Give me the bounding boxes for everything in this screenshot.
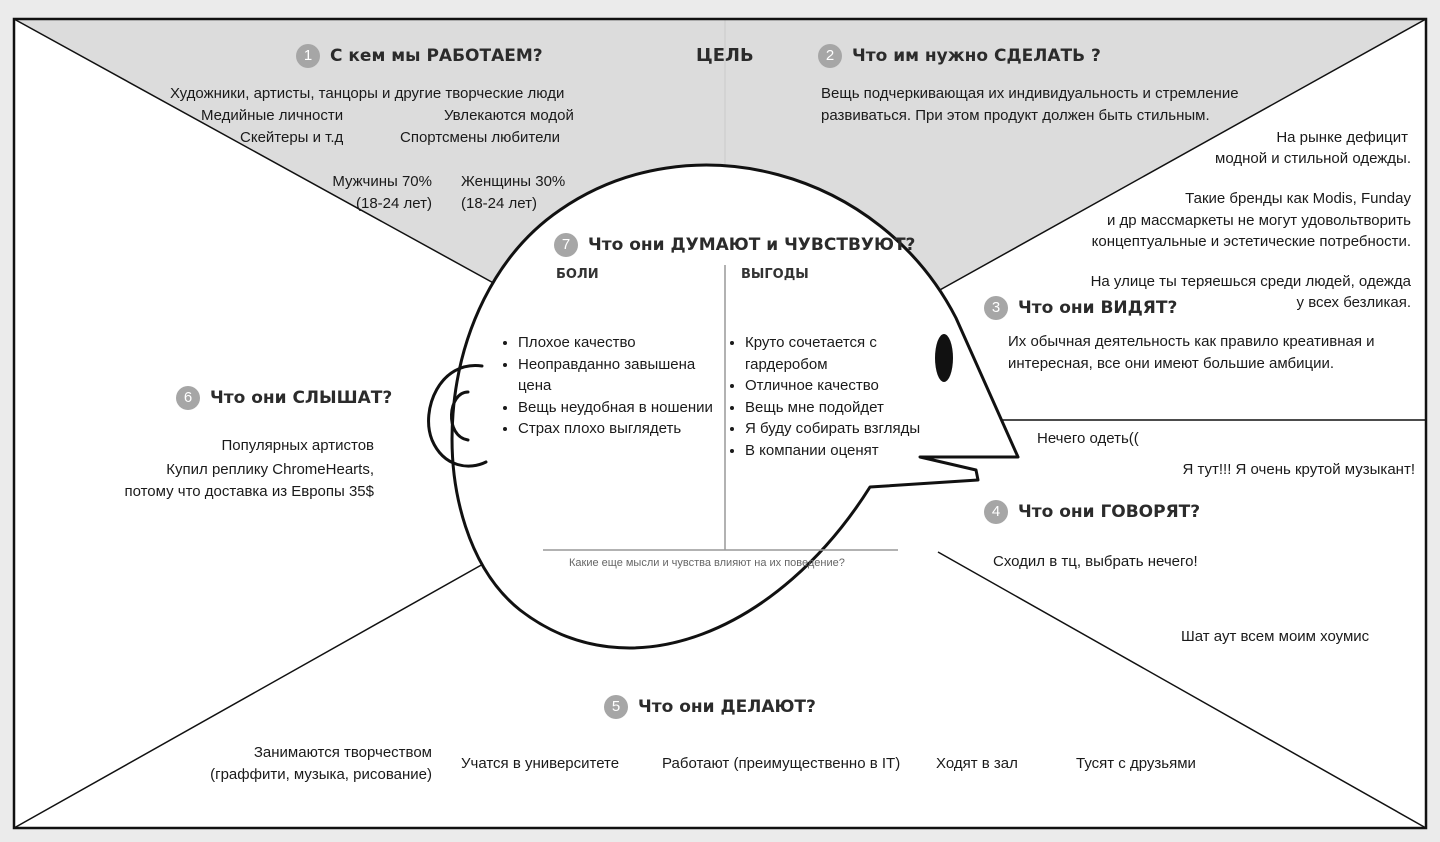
ear-outer: [427, 364, 488, 468]
section-act-title: Что они ДЕЛАЮТ?: [638, 697, 816, 717]
who-line: Скейтеры и т.д: [240, 129, 344, 146]
ear-inner: [450, 390, 470, 442]
pains-title: БОЛИ: [556, 267, 599, 282]
act-line: Занимаются творчеством: [253, 744, 432, 761]
eye: [935, 334, 953, 382]
diagonal-top-right: [937, 18, 1427, 292]
do-line: у всех безликая.: [1296, 294, 1411, 311]
do-line: развиваться. При этом продукт должен быт…: [821, 107, 1210, 124]
pain-item: Вещь неудобная в ношении: [518, 397, 732, 419]
board-border: [12, 17, 1428, 830]
act-line: (граффити, музыка, рисование): [210, 766, 432, 783]
say-line: Шат аут всем моим хоумис: [1181, 628, 1370, 645]
section-see-title: Что они ВИДЯТ?: [1018, 298, 1178, 318]
say-line: Сходил в тц, выбрать нечего!: [993, 553, 1198, 570]
section-number-badge: 7: [554, 233, 578, 257]
section-say-header: 4 Что они ГОВОРЯТ?: [984, 500, 1200, 524]
who-line: Спортсмены любители: [400, 129, 561, 146]
gains-list: Круто сочетается с гардеробом Отличное к…: [729, 332, 923, 461]
hear-line: Популярных артистов: [221, 437, 374, 454]
section-say-title: Что они ГОВОРЯТ?: [1018, 502, 1201, 522]
section-act-header: 5 Что они ДЕЛАЮТ?: [604, 695, 816, 719]
gain-item: Я буду собирать взгляды: [745, 418, 923, 440]
pain-item: Плохое качество: [518, 332, 732, 354]
goal-title: ЦЕЛЬ: [696, 45, 754, 66]
act-line: Учатся в университете: [461, 755, 620, 772]
hear-line: потому что доставка из Европы 35$: [124, 483, 374, 500]
who-line: Увлекаются модой: [444, 107, 574, 124]
pain-item: Страх плохо выглядеть: [518, 418, 732, 440]
do-line: концептуальные и эстетические потребност…: [1091, 233, 1411, 250]
goal-zone: [14, 19, 1426, 291]
gain-item: Вещь мне подойдет: [745, 397, 923, 419]
who-line: (18-24 лет): [461, 195, 537, 212]
act-line: Тусят с друзьями: [1076, 755, 1196, 772]
act-line: Ходят в зал: [936, 755, 1018, 772]
who-line: Мужчины 70%: [332, 173, 432, 190]
who-line: (18-24 лет): [356, 195, 432, 212]
gains-title: ВЫГОДЫ: [741, 267, 809, 282]
diagonal-bottom-left: [13, 549, 509, 829]
section-number-badge: 4: [984, 500, 1008, 524]
section-hear-title: Что они СЛЫШАТ?: [210, 388, 393, 408]
section-number-badge: 1: [296, 44, 320, 68]
do-line: Вещь подчеркивающая их индивидуальность …: [821, 85, 1239, 102]
section-number-badge: 3: [984, 296, 1008, 320]
say-line: Я тут!!! Я очень крутой музыкант!: [1182, 461, 1415, 478]
who-line: Художники, артисты, танцоры и другие тво…: [170, 85, 565, 102]
pain-item: Неоправданно завышена цена: [518, 354, 732, 397]
gain-item: Круто сочетается с гардеробом: [745, 332, 923, 375]
act-line: Работают (преимущественно в IT): [662, 755, 901, 772]
do-line: и др массмаркеты не могут удовольтворить: [1106, 212, 1411, 229]
say-line: Нечего одеть((: [1037, 430, 1139, 447]
think-footer-prompt: Какие еще мысли и чувства влияют на их п…: [569, 557, 845, 569]
do-line: Такие бренды как Modis, Funday: [1185, 190, 1411, 207]
do-line: На рынке дефицит: [1276, 129, 1408, 146]
section-hear-header: 6 Что они СЛЫШАТ?: [176, 386, 392, 410]
diagonal-bottom-right: [937, 551, 1427, 829]
section-who-header: 1 С кем мы РАБОТАЕМ?: [296, 44, 543, 68]
section-see-header: 3 Что они ВИДЯТ?: [984, 296, 1177, 320]
diagonal-top-left: [13, 18, 509, 292]
section-number-badge: 5: [604, 695, 628, 719]
gain-item: Отличное качество: [745, 375, 923, 397]
section-number-badge: 2: [818, 44, 842, 68]
section-think-header: 7 Что они ДУМАЮТ и ЧУВСТВУЮТ?: [554, 233, 915, 257]
who-line: Медийные личности: [201, 107, 344, 124]
section-do-header: 2 Что им нужно СДЕЛАТЬ ?: [818, 44, 1101, 68]
do-line: На улице ты теряешься среди людей, одежд…: [1090, 273, 1411, 290]
see-line: интересная, все они имеют большие амбици…: [1008, 355, 1335, 372]
section-think-title: Что они ДУМАЮТ и ЧУВСТВУЮТ?: [588, 235, 916, 255]
section-do-title: Что им нужно СДЕЛАТЬ ?: [852, 46, 1101, 66]
section-number-badge: 6: [176, 386, 200, 410]
head-outline: [450, 163, 1020, 650]
gain-item: В компании оценят: [745, 440, 923, 462]
do-line: модной и стильной одежды.: [1215, 150, 1411, 167]
who-line: Женщины 30%: [461, 173, 566, 190]
hear-line: Купил реплику ChromeHearts,: [166, 461, 374, 478]
pains-list: Плохое качество Неоправданно завышена це…: [502, 332, 732, 440]
section-who-title: С кем мы РАБОТАЕМ?: [330, 46, 543, 66]
see-line: Их обычная деятельность как правило креа…: [1008, 333, 1375, 350]
